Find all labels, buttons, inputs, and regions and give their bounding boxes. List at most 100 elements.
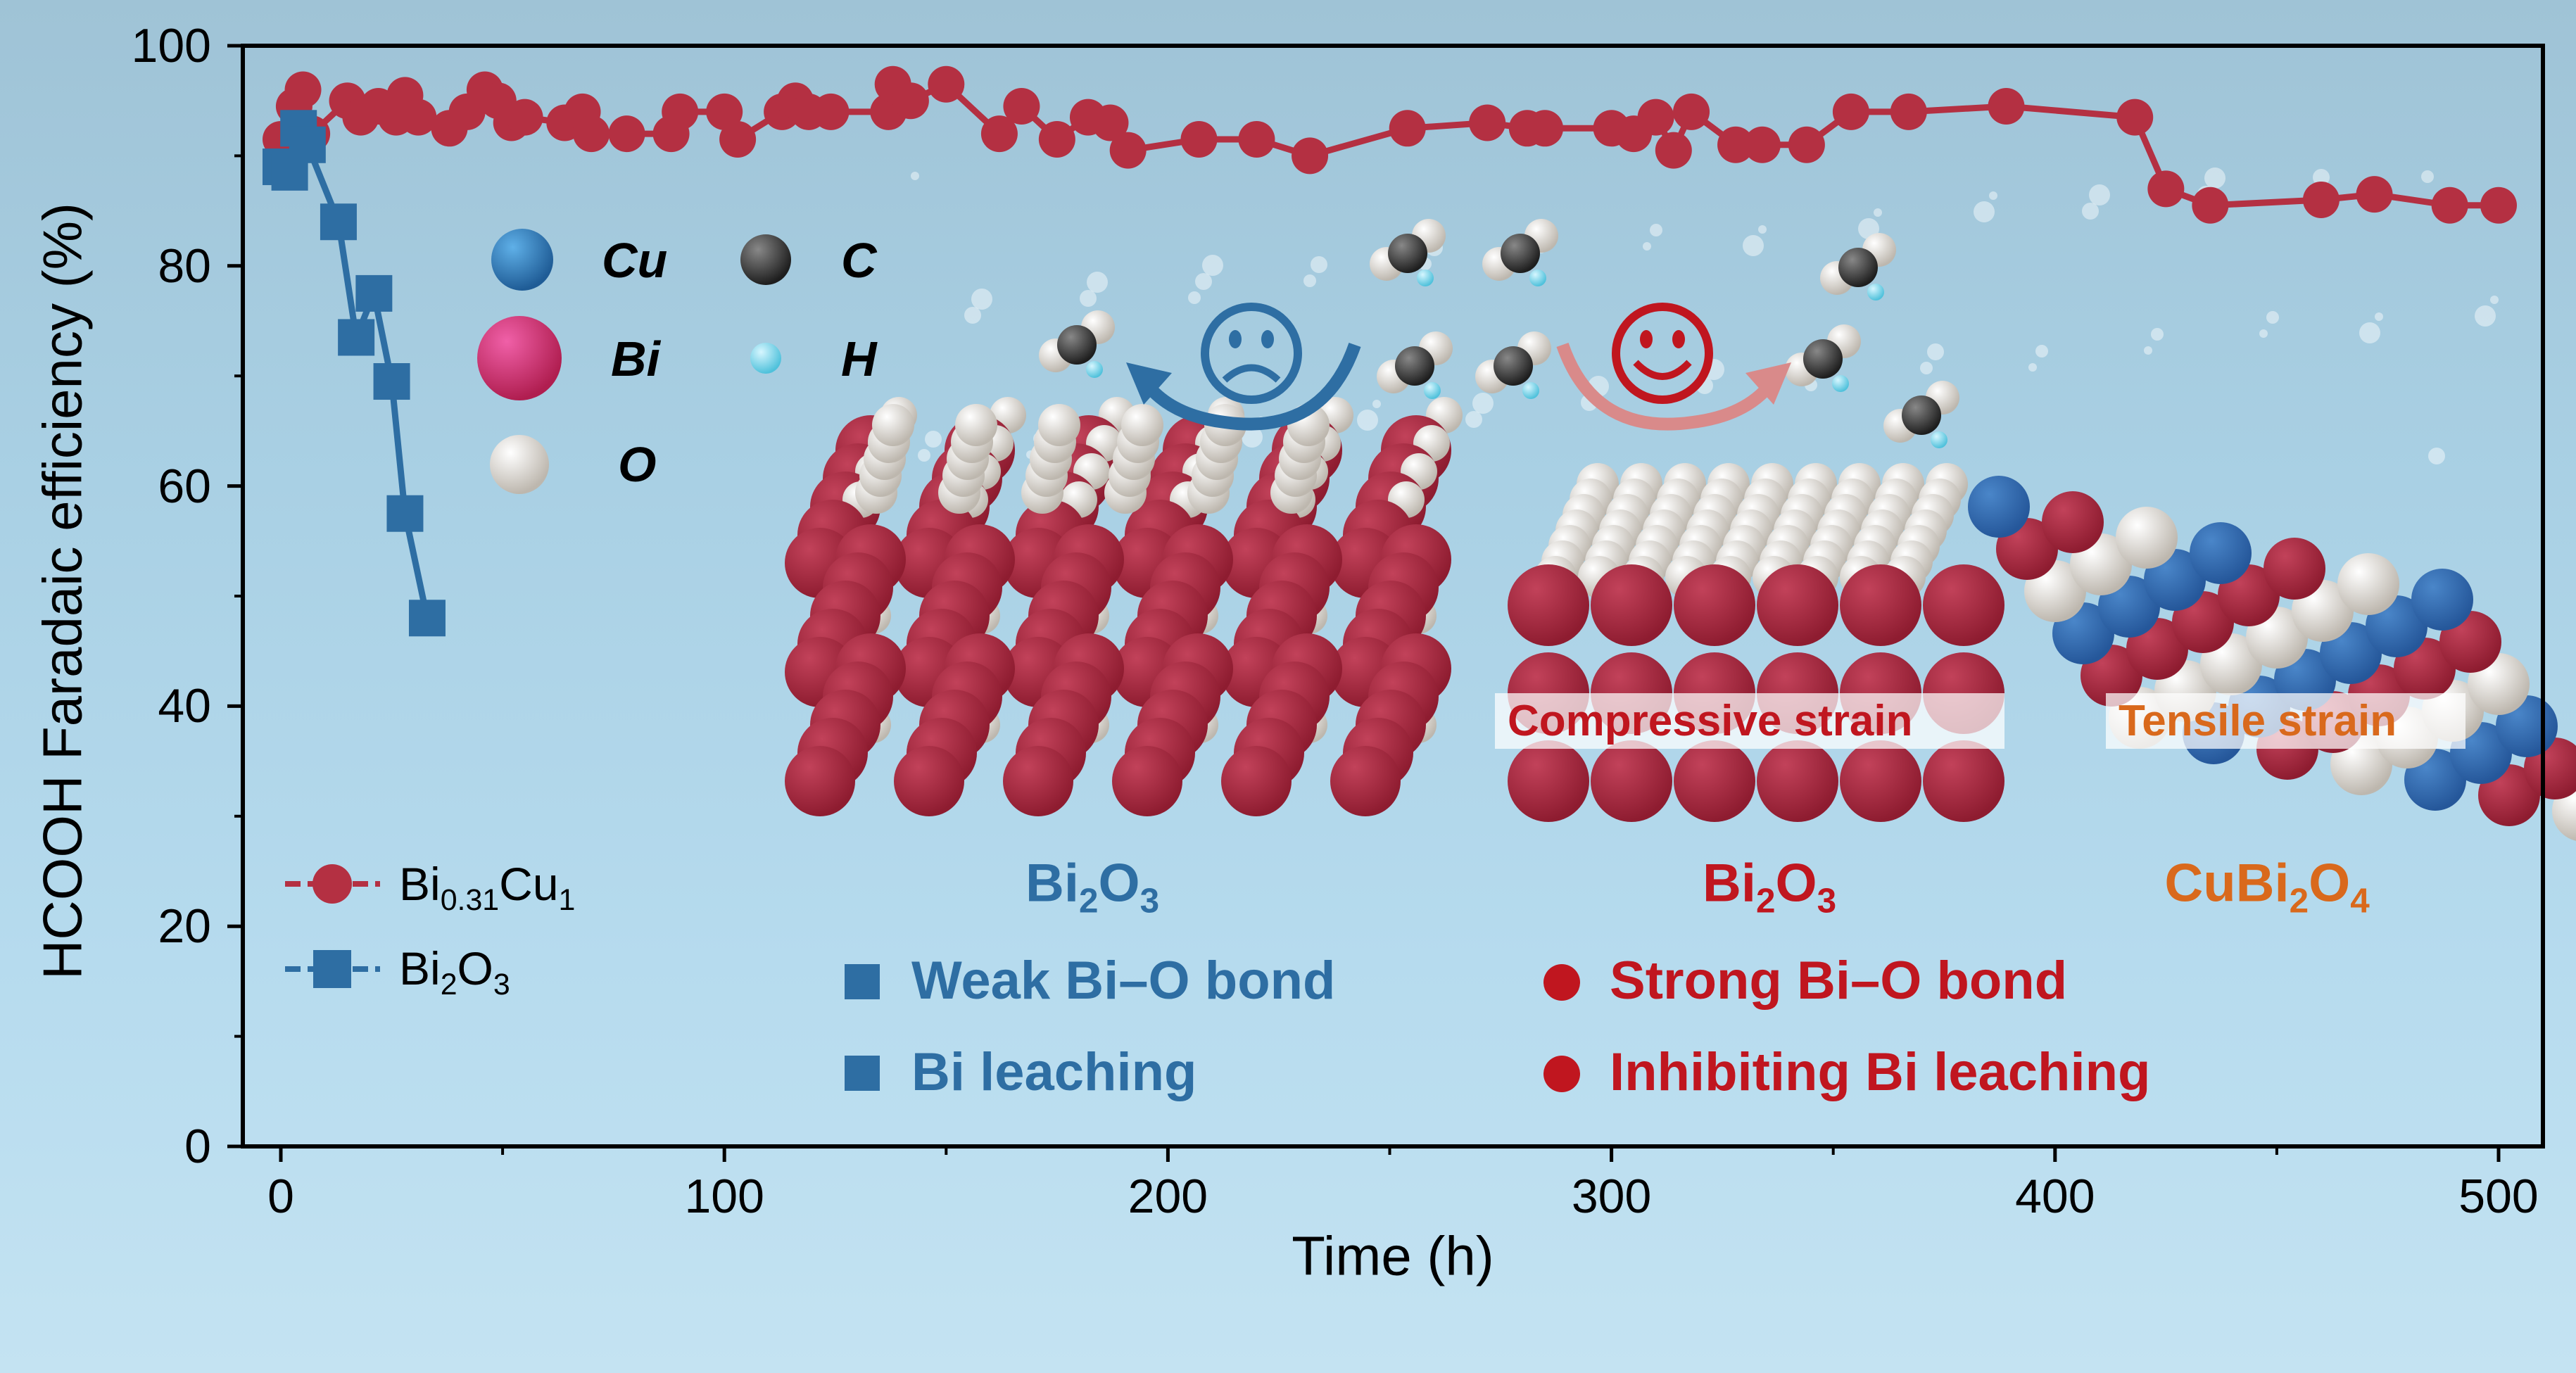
x-tick-label: 300 [1571, 1170, 1652, 1223]
point-strong-bond: Strong Bi–O bond [1610, 951, 2068, 1011]
data-point-bicu [1109, 132, 1147, 169]
y-tick-label: 100 [131, 19, 211, 72]
data-point-bicu [2116, 99, 2154, 136]
copper-atom [2190, 522, 2252, 584]
bubble [1927, 343, 1944, 360]
bullet-square-icon [845, 1056, 880, 1091]
data-point-bicu [2192, 186, 2229, 224]
bismuth-atom [1508, 564, 1589, 646]
bismuth-atom [1674, 564, 1755, 646]
bubble [1743, 235, 1764, 256]
y-tick-label: 60 [158, 459, 211, 513]
data-point-bicu [1988, 88, 2025, 125]
bubble [918, 449, 930, 462]
atom-label-h: H [841, 331, 877, 386]
bullet-square-icon [845, 964, 880, 999]
data-point-bicu [1389, 110, 1426, 147]
axes-ticks [227, 44, 2501, 1162]
bubble [1195, 273, 1212, 290]
y-tick-label: 40 [158, 679, 211, 733]
compressive-strain-label: Compressive strain [1495, 693, 2004, 749]
x-tick-label: 0 [267, 1170, 294, 1223]
bismuth-atom [2042, 491, 2104, 553]
bubble [2151, 328, 2164, 341]
data-point-bicu [1038, 120, 1075, 158]
atom-label-bi: Bi [611, 331, 660, 386]
bubble [1087, 272, 1108, 293]
data-point-bicu [812, 93, 850, 130]
legend-label-bicu: Bi0.31Cu1 [399, 858, 576, 918]
bismuth-atom [1923, 564, 2004, 646]
happy-face-icon [1612, 303, 1713, 404]
data-point-bi2o3 [289, 126, 326, 163]
sad-face-icon [1201, 303, 1302, 404]
bubble [2089, 184, 2110, 205]
data-point-bicu [1832, 93, 1869, 130]
bismuth-atom [1923, 740, 2004, 822]
data-point-bicu [506, 99, 543, 136]
reaction-arrows [1126, 343, 1791, 431]
bubble [1242, 426, 1263, 448]
data-point-bicu [2480, 186, 2517, 224]
bismuth-atom [1674, 740, 1755, 822]
formic-acid-molecules [1039, 219, 1959, 448]
bismuth-atom [785, 746, 855, 816]
bubble [2313, 169, 2330, 186]
data-point-bicu [1637, 99, 1674, 136]
y-tick-label: 20 [158, 899, 211, 954]
copper-atom [2411, 569, 2473, 631]
data-point-bicu [1743, 126, 1781, 163]
point-weak-bond: Weak Bi–O bond [911, 951, 1336, 1011]
bismuth-atom [1840, 564, 1921, 646]
oxygen-atom [955, 404, 997, 446]
bubble [1311, 256, 1327, 273]
data-point-bicu [719, 120, 757, 158]
atom-sphere-cu [491, 229, 553, 291]
data-point-bicu [1788, 126, 1825, 163]
atom-sphere-c [740, 234, 791, 285]
data-point-bicu [1673, 93, 1710, 130]
oxygen-atom [872, 404, 914, 446]
bubble [911, 172, 919, 180]
data-point-bicu [662, 93, 699, 130]
data-point-bi2o3 [338, 319, 375, 356]
bubble [1974, 201, 1995, 222]
y-tick-label: 0 [184, 1120, 211, 1173]
happy-arrowhead [1745, 362, 1791, 405]
bubble [2266, 311, 2279, 324]
bubble [964, 307, 981, 324]
atom-sphere-bi [477, 316, 562, 400]
data-point-bicu [1655, 132, 1692, 169]
bubble [1372, 400, 1381, 408]
bubble [971, 289, 992, 310]
data-point-bicu [706, 93, 743, 130]
bismuth-atom [1591, 564, 1672, 646]
series-legend-marks [285, 864, 380, 988]
plot-area [263, 65, 2517, 637]
data-point-bicu [608, 115, 645, 153]
crystal-lattice-illustrations [785, 397, 2576, 841]
bubble [2028, 363, 2037, 372]
data-point-bicu [2302, 181, 2340, 218]
caption-middle-bi2o3: Bi2O3 [1702, 853, 1837, 920]
bismuth-atom [1330, 746, 1401, 816]
bubble [2359, 322, 2380, 343]
bubble [2428, 448, 2445, 464]
data-point-bicu [1092, 104, 1129, 141]
bubble [1650, 224, 1662, 236]
hcooh-molecule [1475, 331, 1551, 399]
atom-sphere-o [490, 435, 549, 494]
data-point-bicu [892, 82, 929, 120]
legend-marker-bi2o3 [313, 950, 351, 988]
bismuth-atom [894, 746, 964, 816]
bubble [1989, 191, 1997, 200]
legend-marker-bicu [312, 864, 352, 904]
data-point-bicu [1717, 126, 1755, 163]
bubble [1188, 291, 1201, 304]
data-point-bicu [573, 115, 610, 153]
bubble [1202, 255, 1223, 276]
data-point-bicu [2431, 186, 2468, 224]
bubble [1874, 208, 1882, 217]
data-point-bicu [2356, 176, 2393, 213]
data-point-bicu [1469, 104, 1506, 141]
